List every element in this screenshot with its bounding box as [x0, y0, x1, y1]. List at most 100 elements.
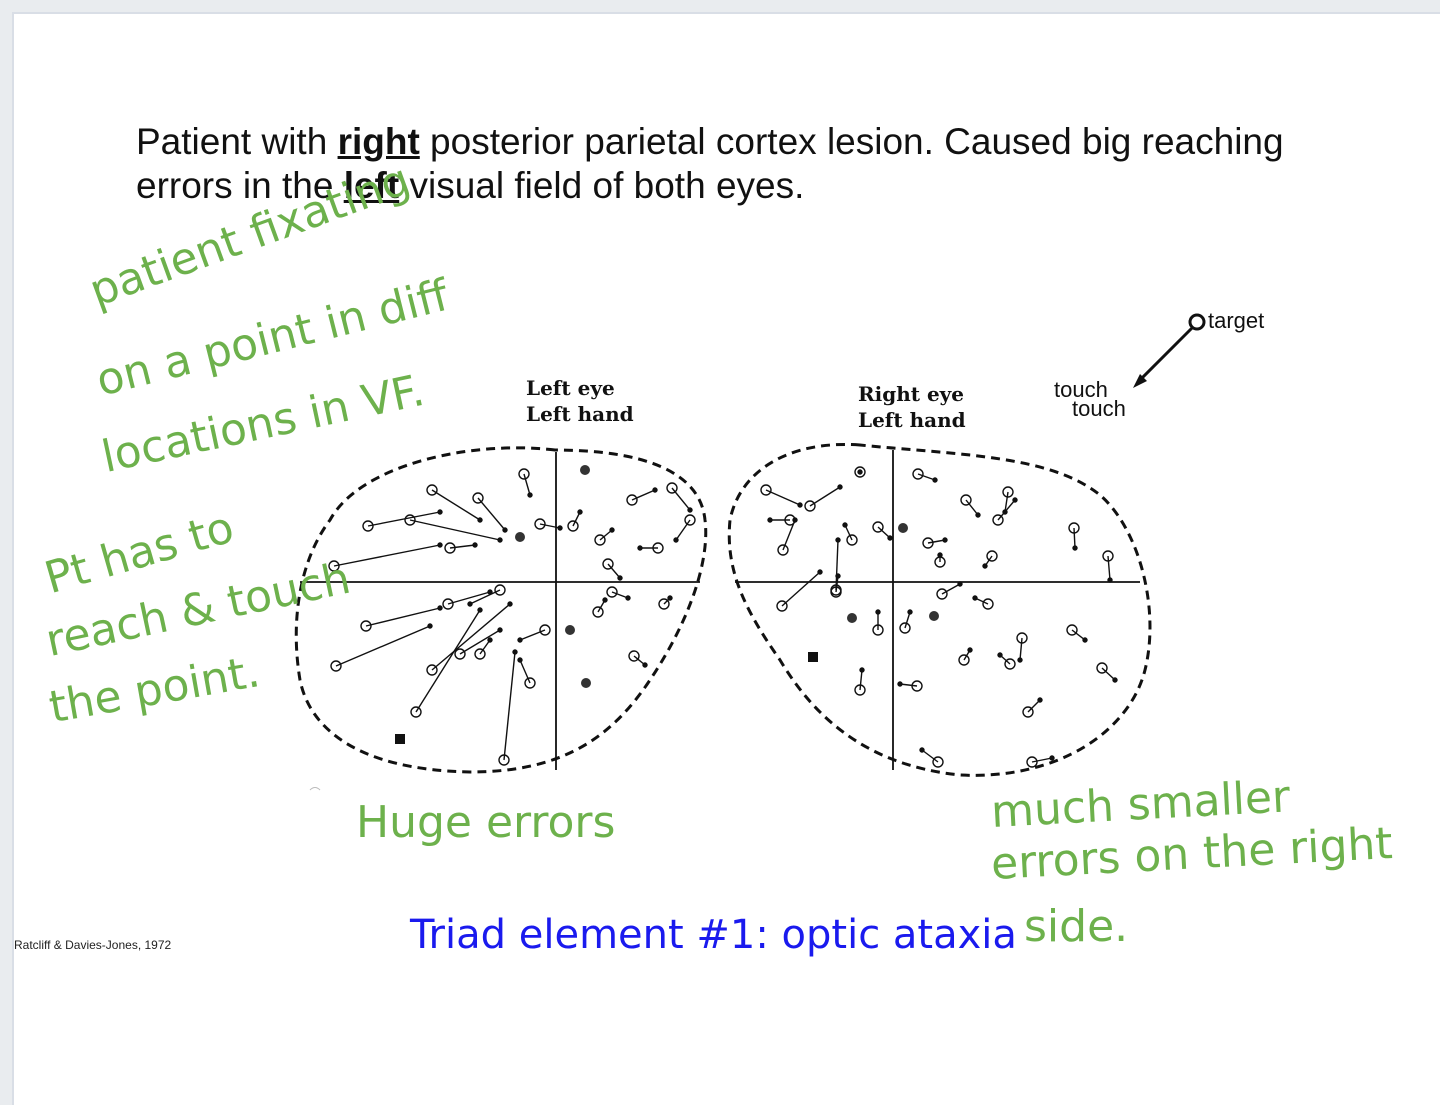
legend-touch-label: touch: [1054, 377, 1108, 402]
target-marker: [912, 468, 924, 480]
left-panel-label: Left eye Left hand: [526, 376, 634, 426]
target-marker: [404, 514, 416, 526]
target-marker: [1004, 658, 1016, 670]
touch-marker: [477, 607, 483, 613]
touch-marker: [472, 542, 478, 548]
target-marker: [628, 650, 640, 662]
target-marker: [666, 482, 678, 494]
target-marker: [777, 544, 789, 556]
target-marker: [804, 500, 816, 512]
error-vector: [631, 489, 656, 501]
error-vector: [877, 526, 891, 539]
legend-touch-label-2: touch: [1072, 396, 1126, 421]
slide: [12, 12, 1440, 1105]
touch-marker: [887, 535, 893, 541]
error-vector: [1019, 637, 1023, 661]
target-marker: [760, 484, 772, 496]
error-vector: [844, 524, 853, 541]
error-vector: [859, 669, 863, 691]
touch-marker: [437, 509, 443, 515]
target-marker: [1002, 486, 1014, 498]
touch-marker: [997, 652, 1003, 658]
touch-marker: [427, 623, 433, 629]
target-marker: [992, 514, 1004, 526]
target-marker: [960, 494, 972, 506]
target-marker: [442, 598, 454, 610]
target-marker: [986, 550, 998, 562]
error-vector: [367, 511, 441, 527]
right-panel-label: Right eye Left hand: [858, 382, 966, 432]
target-marker: [854, 466, 866, 478]
target-marker: [594, 534, 606, 546]
error-vector: [941, 583, 961, 595]
left-field-outline: [294, 446, 708, 774]
error-vector: [333, 544, 441, 567]
error-vector: [1031, 757, 1053, 763]
target-marker: [606, 586, 618, 598]
target-marker: [776, 600, 788, 612]
error-vector: [459, 629, 501, 655]
touch-marker: [437, 605, 443, 611]
target-marker: [1096, 662, 1108, 674]
touch-marker: [477, 517, 483, 523]
touch-marker: [437, 542, 443, 548]
target-marker: [328, 560, 340, 572]
touch-marker: [932, 477, 938, 483]
target-marker: [922, 537, 934, 549]
touch-marker: [842, 522, 848, 528]
touch-marker: [497, 537, 503, 543]
error-vector: [1101, 667, 1116, 681]
target-marker: [958, 654, 970, 666]
touch-marker: [609, 527, 615, 533]
target-marker: [567, 520, 579, 532]
error-vector: [611, 591, 629, 599]
target-marker: [982, 598, 994, 610]
target-marker: [539, 624, 551, 636]
touch-marker: [667, 595, 673, 601]
error-vector: [1004, 491, 1009, 513]
touch-marker: [937, 552, 943, 558]
error-vector: [904, 611, 911, 629]
touch-marker: [875, 609, 881, 615]
legend-target-label: target: [1208, 308, 1265, 333]
touch-marker: [517, 637, 523, 643]
touch-marker: [625, 595, 631, 601]
touch-marker: [1037, 697, 1043, 703]
error-vector: [899, 683, 918, 687]
error-vector: [365, 607, 441, 627]
touch-marker: [637, 545, 643, 551]
touch-marker: [557, 525, 563, 531]
error-vector: [782, 519, 796, 551]
touch-marker: [642, 662, 648, 668]
error-vector: [519, 659, 531, 684]
touch-marker: [497, 627, 503, 633]
target-marker: [846, 534, 858, 546]
touch-marker: [897, 681, 903, 687]
error-vector: [921, 749, 939, 763]
target-marker: [474, 648, 486, 660]
error-vector: [431, 603, 511, 671]
touch-marker: [577, 509, 583, 515]
error-vector: [415, 609, 481, 713]
touch-marker: [652, 487, 658, 493]
target-marker: [426, 664, 438, 676]
target-marker: [426, 484, 438, 496]
error-vector: [607, 563, 621, 579]
error-vector: [927, 539, 946, 544]
touch-marker: [1049, 755, 1055, 761]
touch-marker: [859, 667, 865, 673]
touch-marker: [975, 512, 981, 518]
touch-marker: [957, 581, 963, 587]
error-vector: [809, 486, 841, 507]
error-vector: [503, 651, 516, 761]
error-vector: [1073, 527, 1076, 549]
touch-marker: [502, 527, 508, 533]
citation: Ratcliff & Davies-Jones, 1972: [14, 938, 172, 952]
annotation-huge-errors: Huge errors: [356, 797, 616, 848]
touch-marker: [1082, 637, 1088, 643]
target-marker: [362, 520, 374, 532]
error-vector: [409, 519, 501, 541]
target-marker: [592, 606, 604, 618]
error-vector: [781, 571, 821, 607]
